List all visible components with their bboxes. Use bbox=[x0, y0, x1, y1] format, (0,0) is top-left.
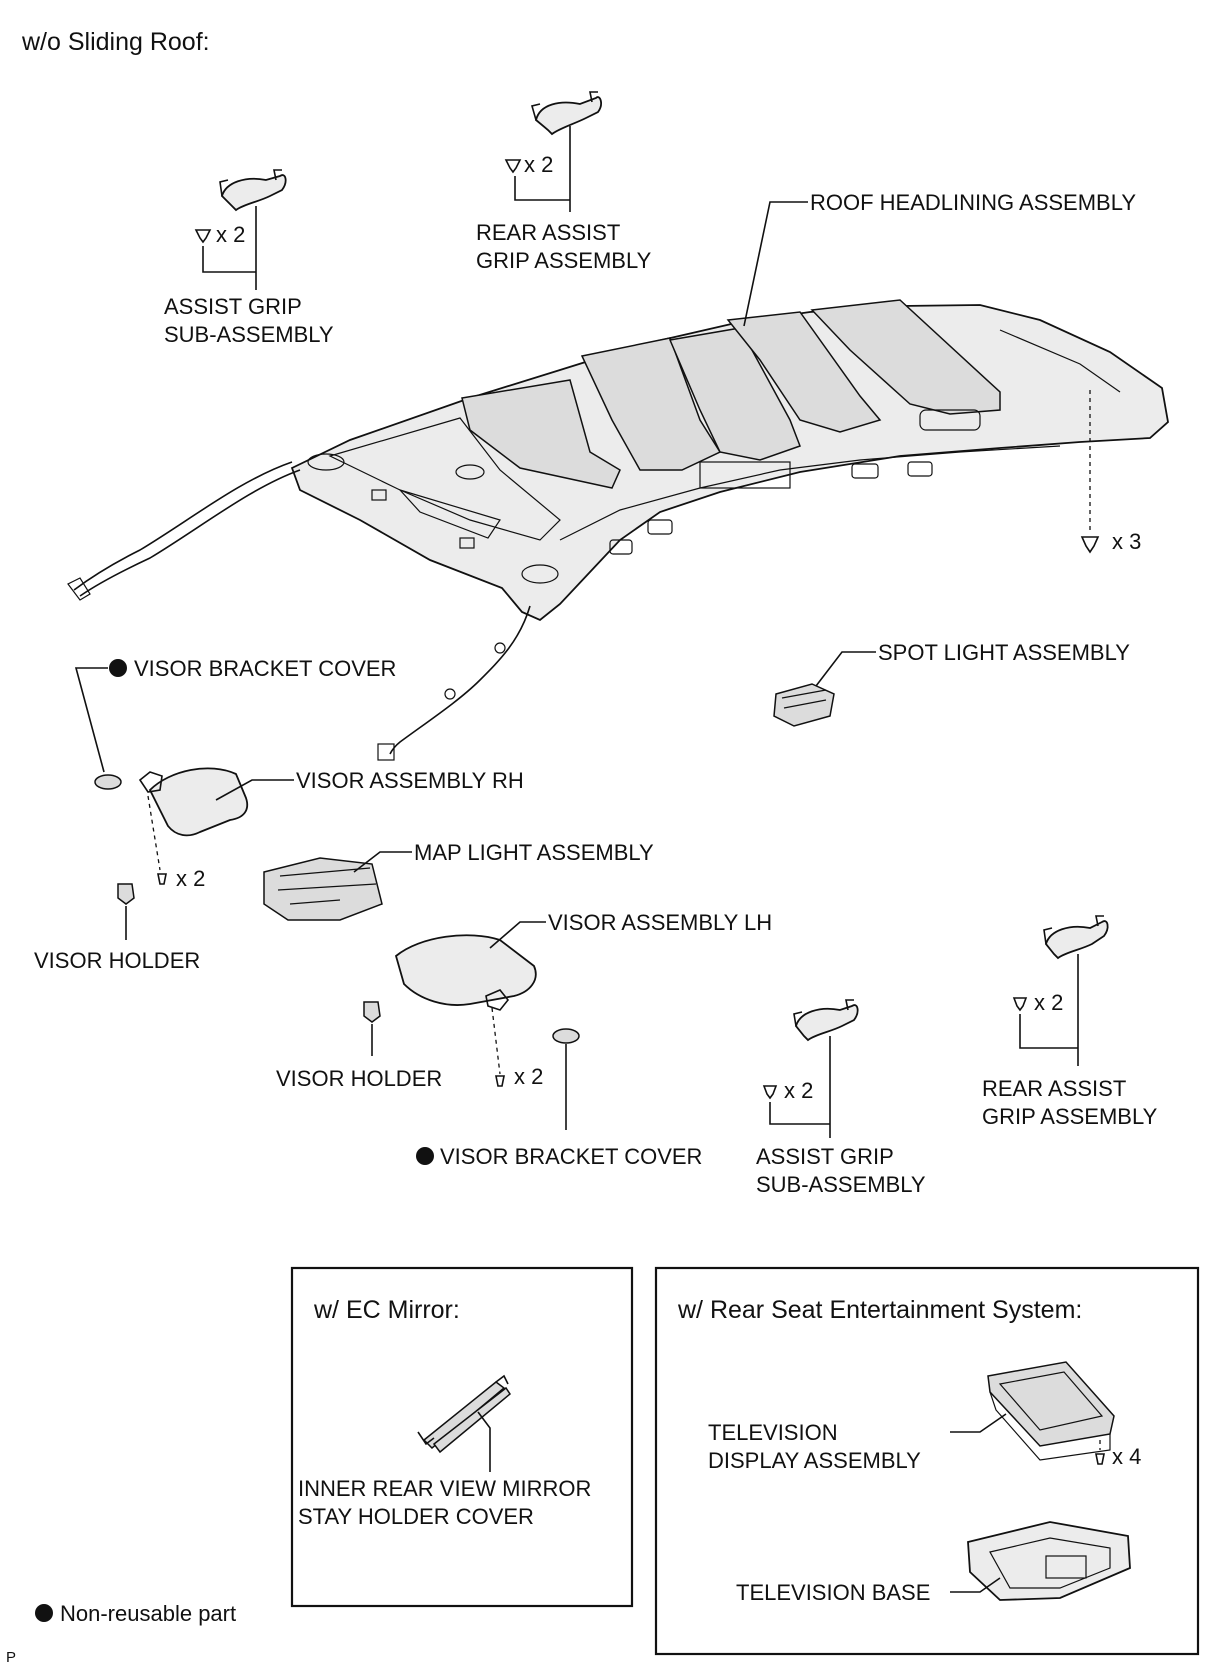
assist-grip-top-label-2: SUB-ASSEMBLY bbox=[164, 322, 334, 347]
stay-holder-cover-leader bbox=[477, 1411, 491, 1472]
stay-holder-cover-illustration bbox=[417, 1374, 511, 1454]
assist-grip-bottom-label-2: SUB-ASSEMBLY bbox=[756, 1172, 926, 1197]
visor-holder-left-part bbox=[117, 883, 135, 905]
visor-rh-screw-quantity: x 2 bbox=[176, 866, 205, 891]
map-light-leader bbox=[353, 851, 412, 873]
rear-assist-grip-bottom-label-1: REAR ASSIST bbox=[982, 1076, 1126, 1101]
screw-icon bbox=[157, 873, 167, 885]
rear-assist-grip-top-illustration bbox=[531, 91, 602, 136]
visor-holder-mid-part bbox=[363, 1001, 381, 1023]
television-display-label-1: TELEVISION bbox=[708, 1420, 838, 1445]
non-reusable-mark bbox=[416, 1147, 434, 1165]
television-base-label: TELEVISION BASE bbox=[736, 1580, 930, 1605]
spot-light-label: SPOT LIGHT ASSEMBLY bbox=[878, 640, 1130, 665]
legend-text: Non-reusable part bbox=[60, 1601, 236, 1626]
assist-grip-top-label-1: ASSIST GRIP bbox=[164, 294, 302, 319]
assist-grip-bottom-label-1: ASSIST GRIP bbox=[756, 1144, 894, 1169]
rear-assist-grip-bottom-illustration bbox=[1043, 915, 1109, 960]
roof-headlining-leader bbox=[743, 201, 808, 327]
visor-rh-leader bbox=[215, 779, 294, 801]
assist-grip-top-quantity: x 2 bbox=[216, 222, 245, 247]
spot-light-leader bbox=[815, 651, 876, 687]
assist-grip-bottom-illustration bbox=[793, 999, 859, 1042]
television-display-label-2: DISPLAY ASSEMBLY bbox=[708, 1448, 921, 1473]
rear-seat-entertainment-box bbox=[654, 1266, 1200, 1656]
clip-icon bbox=[504, 159, 522, 174]
visor-rh-label: VISOR ASSEMBLY RH bbox=[296, 768, 524, 793]
roof-clip-quantity: x 3 bbox=[1112, 529, 1141, 554]
visor-lh-leader bbox=[489, 921, 546, 949]
visor-lh-screw-quantity: x 2 bbox=[514, 1064, 543, 1089]
rear-assist-grip-top-quantity: x 2 bbox=[524, 152, 553, 177]
diagram-title: w/o Sliding Roof: bbox=[21, 28, 210, 56]
visor-bracket-cover-top-part bbox=[94, 774, 122, 790]
rear-assist-grip-bottom-quantity: x 2 bbox=[1034, 990, 1063, 1015]
screw-icon bbox=[495, 1075, 505, 1087]
visor-bracket-cover-bottom-part bbox=[552, 1028, 580, 1044]
visor-bracket-cover-top-leader bbox=[74, 667, 108, 773]
television-display-leader bbox=[950, 1413, 1007, 1433]
spot-light-illustration bbox=[773, 683, 835, 727]
visor-rh-illustration bbox=[138, 767, 249, 837]
non-reusable-legend-mark bbox=[35, 1604, 53, 1622]
map-light-illustration bbox=[263, 857, 383, 921]
non-reusable-mark bbox=[109, 659, 127, 677]
visor-holder-left-label: VISOR HOLDER bbox=[34, 948, 200, 973]
clip-icon bbox=[1012, 997, 1028, 1012]
rear-assist-grip-top-label-1: REAR ASSIST bbox=[476, 220, 620, 245]
visor-bracket-cover-bottom-label: VISOR BRACKET COVER bbox=[440, 1144, 702, 1169]
television-screw-quantity: x 4 bbox=[1112, 1444, 1141, 1469]
rear-assist-grip-bottom-leader bbox=[1019, 954, 1079, 1066]
roof-headlining-illustration bbox=[67, 299, 1169, 761]
assist-grip-bottom-leader bbox=[769, 1036, 831, 1138]
rear-assist-grip-top-label-2: GRIP ASSEMBLY bbox=[476, 248, 652, 273]
rear-assist-grip-top-leader bbox=[514, 126, 571, 212]
ec-mirror-box bbox=[290, 1266, 634, 1608]
ec-mirror-part-label-1: INNER REAR VIEW MIRROR bbox=[298, 1476, 591, 1501]
corner-mark: P bbox=[6, 1649, 16, 1666]
assist-grip-top-leader bbox=[202, 206, 257, 290]
television-display-illustration bbox=[987, 1361, 1115, 1461]
television-base-leader bbox=[950, 1577, 1001, 1593]
map-light-label: MAP LIGHT ASSEMBLY bbox=[414, 840, 654, 865]
clip-icon bbox=[1080, 536, 1100, 554]
assist-grip-bottom-quantity: x 2 bbox=[784, 1078, 813, 1103]
assist-grip-top-illustration bbox=[219, 169, 287, 212]
visor-bracket-cover-top-label: VISOR BRACKET COVER bbox=[134, 656, 396, 681]
visor-lh-label: VISOR ASSEMBLY LH bbox=[548, 910, 772, 935]
clip-icon bbox=[194, 229, 212, 244]
rear-assist-grip-bottom-label-2: GRIP ASSEMBLY bbox=[982, 1104, 1158, 1129]
visor-lh-illustration bbox=[394, 934, 537, 1011]
visor-holder-mid-label: VISOR HOLDER bbox=[276, 1066, 442, 1091]
rear-seat-entertainment-heading: w/ Rear Seat Entertainment System: bbox=[677, 1296, 1082, 1324]
roof-headlining-label: ROOF HEADLINING ASSEMBLY bbox=[810, 190, 1136, 215]
ec-mirror-part-label-2: STAY HOLDER COVER bbox=[298, 1504, 534, 1529]
television-base-illustration bbox=[967, 1521, 1131, 1601]
ec-mirror-heading: w/ EC Mirror: bbox=[313, 1296, 460, 1324]
visor-lh-screw-dashed bbox=[491, 1007, 501, 1075]
screw-icon bbox=[1095, 1453, 1105, 1465]
clip-icon bbox=[762, 1085, 778, 1100]
